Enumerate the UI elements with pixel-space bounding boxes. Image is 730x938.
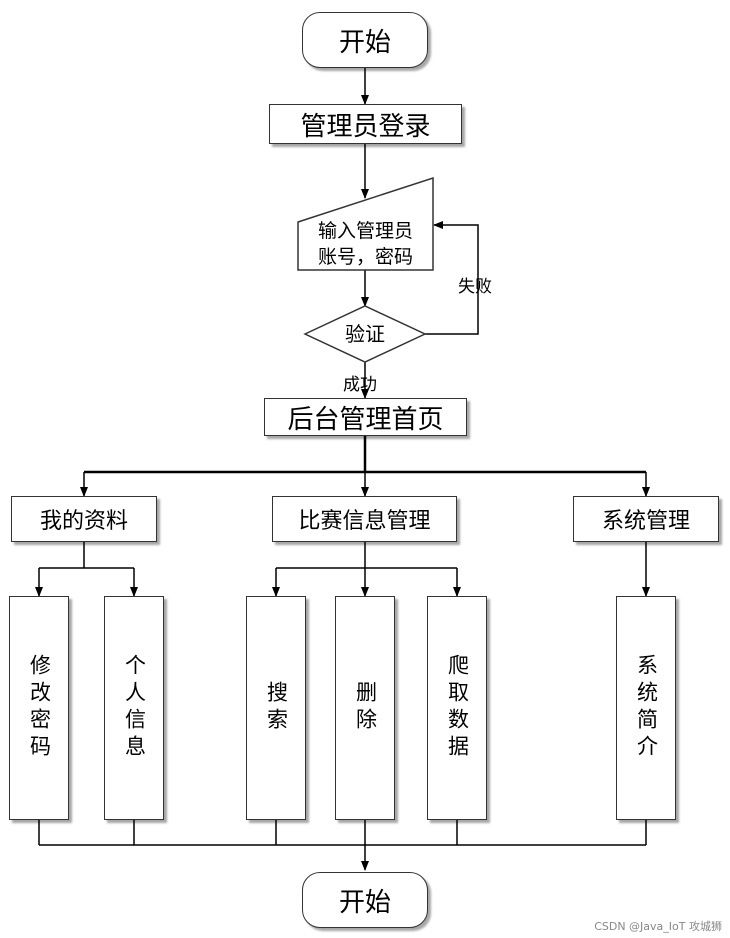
fail-label: 失败 [458,277,492,297]
delete-label: 删除 [353,681,378,735]
system-intro-node: 系统简介 [616,596,676,820]
competition-mgmt-node: 比赛信息管理 [272,496,457,542]
start-label: 开始 [338,27,391,58]
end-node: 开始 [302,872,428,928]
crawl-data-node: 爬取数据 [427,596,487,820]
competition-mgmt-label: 比赛信息管理 [298,509,431,534]
input-node-shape [297,176,434,271]
my-profile-node: 我的资料 [11,496,157,542]
input-line-1: 输入管理员 [317,220,413,242]
crawl-data-label: 爬取数据 [445,654,470,762]
delete-node: 删除 [335,596,395,820]
system-intro-label: 系统简介 [634,654,659,762]
home-node: 后台管理首页 [264,398,467,436]
end-label: 开始 [338,887,391,918]
admin-login-label: 管理员登录 [300,111,431,142]
change-password-node: 修改密码 [9,596,69,820]
my-profile-label: 我的资料 [39,509,128,534]
admin-login-node: 管理员登录 [269,104,462,144]
personal-info-node: 个人信息 [104,596,164,820]
edge-fail-loop [425,221,479,335]
system-mgmt-label: 系统管理 [601,509,690,534]
success-label: 成功 [343,375,377,395]
system-mgmt-node: 系统管理 [573,496,719,542]
input-node-text: 输入管理员 账号，密码 [298,218,433,270]
personal-info-label: 个人信息 [122,654,147,762]
home-label: 后台管理首页 [287,404,444,435]
watermark: CSDN @Java_IoT 攻城狮 [594,920,722,933]
search-label: 搜索 [264,681,289,735]
verify-diamond [303,305,427,363]
input-line-2: 账号，密码 [317,246,413,268]
start-node: 开始 [302,12,428,68]
search-node: 搜索 [246,596,306,820]
verify-label: 验证 [345,322,385,346]
change-password-label: 修改密码 [27,654,52,762]
